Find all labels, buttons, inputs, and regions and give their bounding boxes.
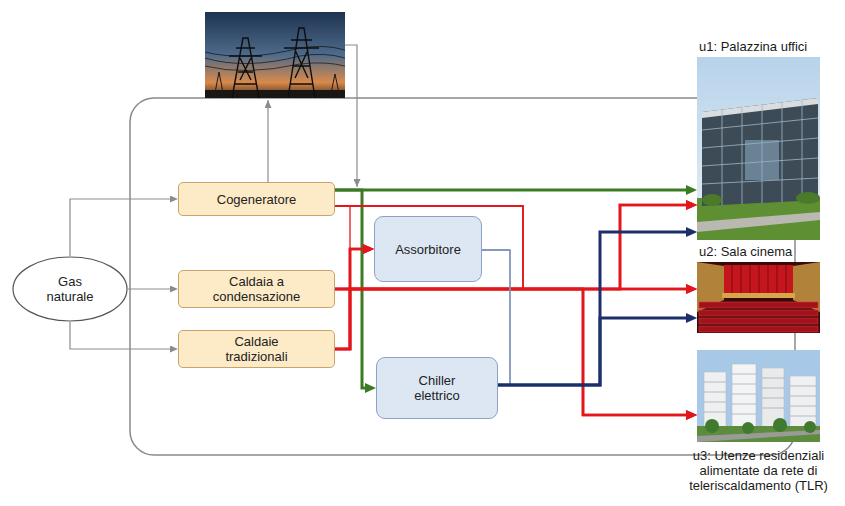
power-grid-photo [205,90,345,98]
node-heading: u1: Palazzina uffici [699,39,807,54]
grid-link-lines [345,45,357,187]
node-heading: u3: Utenze residenziali alimentate da re… [677,448,841,493]
residential-photo [742,422,754,434]
user-node: u2: Sala cinema [697,262,820,333]
office-photo [702,100,818,205]
office-photo [702,98,818,206]
power-grid-photo [205,12,345,98]
node-label: Caldaie tradizionali [204,334,309,364]
flow-arrow [128,288,174,289]
flow-arrow [498,318,690,385]
source-ellipse: Gas naturale [12,256,128,322]
flow-arrow [335,189,690,192]
node-label: Caldaia a condensazione [202,274,312,304]
node-heading: u2: Sala cinema [699,244,792,259]
residential-photo [704,372,726,428]
flow-arrow [335,205,693,289]
process-box: Chiller elettrico [376,357,498,419]
flow-arrow [335,205,690,349]
flow-arrow [70,322,174,349]
ellipse-outline [13,257,127,321]
cinema-photo [732,265,786,293]
office-photo [697,57,820,240]
cinema-photo [697,262,820,333]
power-grid-photo [229,38,262,98]
residential-photo [697,350,820,442]
cinema-photo [699,302,818,308]
cinema-photo [699,326,818,332]
office-photo [697,212,820,232]
power-grid-photo [214,72,340,98]
residential-photo [732,364,756,428]
process-box: Caldaie tradizionali [178,330,335,368]
residential-photo [804,421,816,433]
node-label: Cogeneratore [217,192,297,207]
cinema-photo [699,318,818,324]
office-photo [745,140,779,180]
grid-link-lines [267,100,268,182]
flow-arrow [482,232,693,385]
process-box: Assorbitore [374,216,482,282]
flow-arrow [498,232,690,385]
flow-arrow [335,205,690,289]
flow-arrow [70,199,174,256]
cinema-photo [699,310,818,316]
cinema-photo [724,265,793,293]
grid-link-lines [268,45,357,187]
residential-photo [704,374,816,416]
node-label: Gas naturale [35,274,105,304]
residential-photo [705,419,719,433]
residential-photo [790,376,816,428]
cinema-photo [722,293,795,298]
residential-photo [773,418,787,432]
process-box: Caldaia a condensazione [178,270,335,308]
office-photo [702,194,722,206]
power-grid-photo [205,46,345,70]
flow-arrow [482,250,693,385]
system-boundary [130,98,795,455]
process-box: Cogeneratore [178,182,335,216]
user-node: u3: Utenze residenziali alimentate da re… [697,350,820,442]
cinema-photo [697,262,820,333]
node-label: Assorbitore [395,242,461,257]
flow-arrow [335,206,370,249]
power-grid-photo [284,28,319,98]
residential-photo [697,350,820,442]
flow-arrow [335,206,693,289]
power-grid-photo [205,12,345,98]
office-photo [796,192,820,204]
node-label: Chiller elettrico [402,373,472,403]
office-photo [702,98,818,118]
user-node: u1: Palazzina uffici [697,57,820,240]
office-photo [697,57,820,240]
